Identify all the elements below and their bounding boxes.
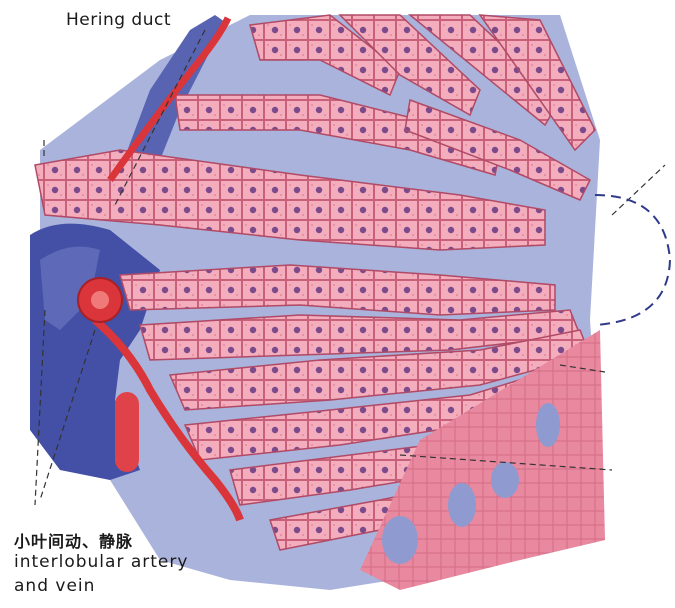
artery-stub — [115, 392, 139, 472]
interlobular-vessels-label-en-1: interlobular artery — [14, 552, 188, 572]
interlobular-vessels-label-cn: 小叶间动、静脉 — [14, 528, 133, 552]
hering-duct-label: Hering duct — [66, 10, 171, 30]
interlobular-vessels-label-en-2: and vein — [14, 576, 95, 596]
central-vein-dashed-arc — [595, 195, 670, 325]
